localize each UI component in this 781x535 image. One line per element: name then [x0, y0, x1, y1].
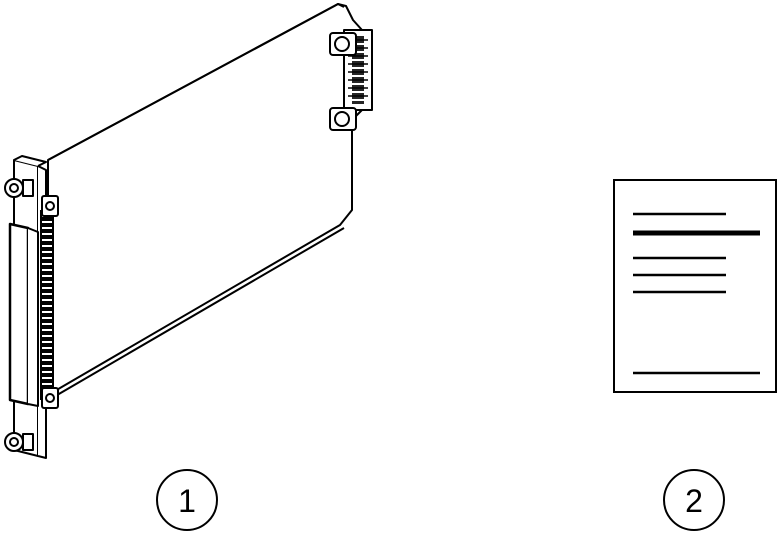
- board-edge: [47, 3, 345, 161]
- front-guide-top: [41, 195, 59, 217]
- front-guide-bottom: [41, 387, 59, 409]
- rear-guide-pin-bottom: [329, 107, 357, 131]
- front-connector: [8, 210, 54, 407]
- document-page: [613, 179, 777, 393]
- thumbscrew-top: [4, 178, 34, 198]
- callout-1: 1: [156, 469, 218, 531]
- thumbscrew-bottom: [4, 432, 34, 452]
- board-outline: [47, 3, 363, 396]
- document-icon: [613, 179, 777, 393]
- callout-1-circle: [156, 469, 218, 531]
- board-bottom-edge: [51, 227, 345, 399]
- callout-2: 2: [663, 469, 725, 531]
- rear-guide-pin-top: [329, 32, 357, 56]
- callout-1-label: 1: [178, 483, 196, 519]
- callout-2-circle: [663, 469, 725, 531]
- circuit-board-module-icon: [4, 3, 373, 459]
- callout-2-label: 2: [685, 483, 703, 519]
